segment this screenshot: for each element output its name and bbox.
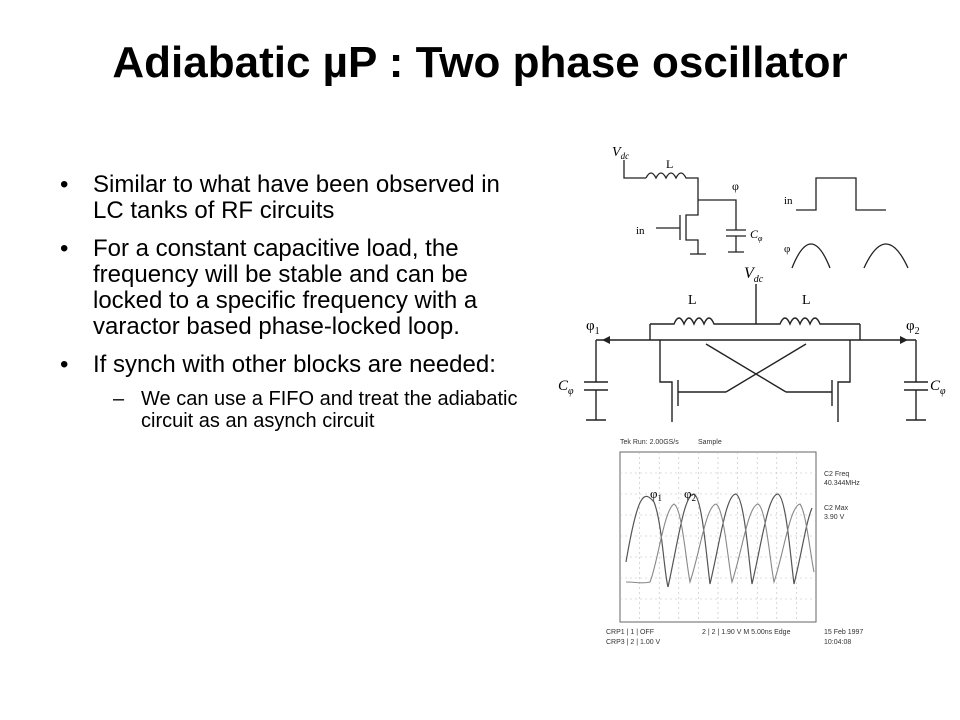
title-rest: : Two phase oscillator <box>376 38 848 87</box>
phi-label: φ <box>732 179 739 193</box>
svg-text:φ1: φ1 <box>586 318 600 337</box>
sub-bullet-list: We can use a FIFO and treat the adiabati… <box>93 388 520 432</box>
title-bold-2: P <box>348 38 377 87</box>
cap-label: C <box>750 227 759 241</box>
scope-footer-ch3: CRP3 | 2 | 1.00 V <box>606 639 661 646</box>
svg-text:φ1: φ1 <box>650 486 662 503</box>
vdc-wire <box>623 160 646 179</box>
bullet-item: If synch with other blocks are needed: W… <box>60 351 520 433</box>
cap-left-label: C <box>558 378 569 394</box>
bullet-item: Similar to what have been observed in LC… <box>60 172 520 224</box>
svg-text:Vdc: Vdc <box>744 265 764 285</box>
trace1-label: φ <box>650 486 658 501</box>
nmos-right <box>837 340 851 422</box>
scope-footer-ch1: CRP1 | 1 | OFF <box>606 629 654 636</box>
bullet-item: For a constant capacitive load, the freq… <box>60 236 520 340</box>
trace2-sub-label: 2 <box>692 493 697 503</box>
trace-phi2 <box>625 503 815 585</box>
scope-footer-mid: 2 | 2 | 1.90 V M 5.00ns Edge <box>702 629 791 636</box>
wave-in-trace <box>796 177 886 211</box>
svg-text:Cφ: Cφ <box>750 227 763 243</box>
title-bold-1: Adiabatic <box>112 38 311 87</box>
phi1-sub-label: 1 <box>595 326 600 337</box>
svg-text:Cφ: Cφ <box>558 378 574 397</box>
svg-text:Cφ: Cφ <box>930 378 946 397</box>
vdc-label-mid: V <box>744 265 756 282</box>
vdc-sub-label-mid: dc <box>754 274 764 285</box>
svg-text:Vdc: Vdc <box>612 145 629 161</box>
cap-left-sub-label: φ <box>568 386 574 397</box>
scope-footer-time: 10:04:08 <box>824 639 851 646</box>
vdc-sub-label: dc <box>621 151 630 161</box>
c2-freq-label: C2 Freq <box>824 471 849 478</box>
cap-right-symbol <box>904 340 928 421</box>
in-label: in <box>636 225 645 237</box>
scope-footer-date: 15 Feb 1997 <box>824 629 863 636</box>
phi2-sub-label: 2 <box>915 326 920 337</box>
inductor-left-label: L <box>688 293 697 308</box>
cap-sub-label: φ <box>758 234 763 243</box>
trace-phi1 <box>625 493 813 588</box>
bullet-text: If synch with other blocks are needed: <box>93 351 496 378</box>
scope-header-run: Tek Run: 2.00GS/s <box>620 439 679 446</box>
two-phase-oscillator-figure: Vdc L L φ1 φ2 Cφ Cφ <box>558 265 946 422</box>
slide-title: Adiabatic µP : Two phase oscillator <box>100 36 860 90</box>
inductor-l <box>645 172 699 200</box>
title-mu: µ <box>310 38 348 87</box>
c2-freq-value: 40.344MHz <box>824 480 860 487</box>
inductor-left <box>650 317 756 326</box>
svg-text:φ2: φ2 <box>684 486 696 503</box>
wave-in-label: in <box>784 195 793 207</box>
phi-node-wire <box>698 199 737 230</box>
scope-header-sample: Sample <box>698 439 722 446</box>
nmos-left <box>659 340 673 422</box>
cap-right-label: C <box>930 378 941 394</box>
oscilloscope-capture: Tek Run: 2.00GS/s Sample φ1 φ2 C2 Freq 4… <box>598 432 898 652</box>
sub-bullet-item: We can use a FIFO and treat the adiabati… <box>93 388 520 432</box>
inductor-right <box>756 317 860 326</box>
capacitor-c-phi <box>726 229 746 237</box>
bullet-list: Similar to what have been observed in LC… <box>60 172 520 444</box>
cap-left-symbol <box>584 340 608 421</box>
c2-max-value: 3.90 V <box>824 514 845 521</box>
wave-phi-trace <box>791 243 909 269</box>
cross-coupling <box>705 343 807 393</box>
cap-right-sub-label: φ <box>940 386 946 397</box>
c2-max-label: C2 Max <box>824 505 849 512</box>
trace1-sub-label: 1 <box>658 493 663 503</box>
single-phase-circuit-figure: Vdc L φ in Cφ in φ <box>612 145 909 269</box>
nmos-switch <box>685 200 699 254</box>
inductor-right-label: L <box>802 293 811 308</box>
svg-text:φ2: φ2 <box>906 318 920 337</box>
scope-grid <box>620 452 816 622</box>
trace2-label: φ <box>684 486 692 501</box>
vdc-label: V <box>612 145 622 160</box>
phi1-label: φ <box>586 318 595 334</box>
wave-phi-label: φ <box>784 243 790 255</box>
inductor-label: L <box>666 157 673 171</box>
phi2-label: φ <box>906 318 915 334</box>
